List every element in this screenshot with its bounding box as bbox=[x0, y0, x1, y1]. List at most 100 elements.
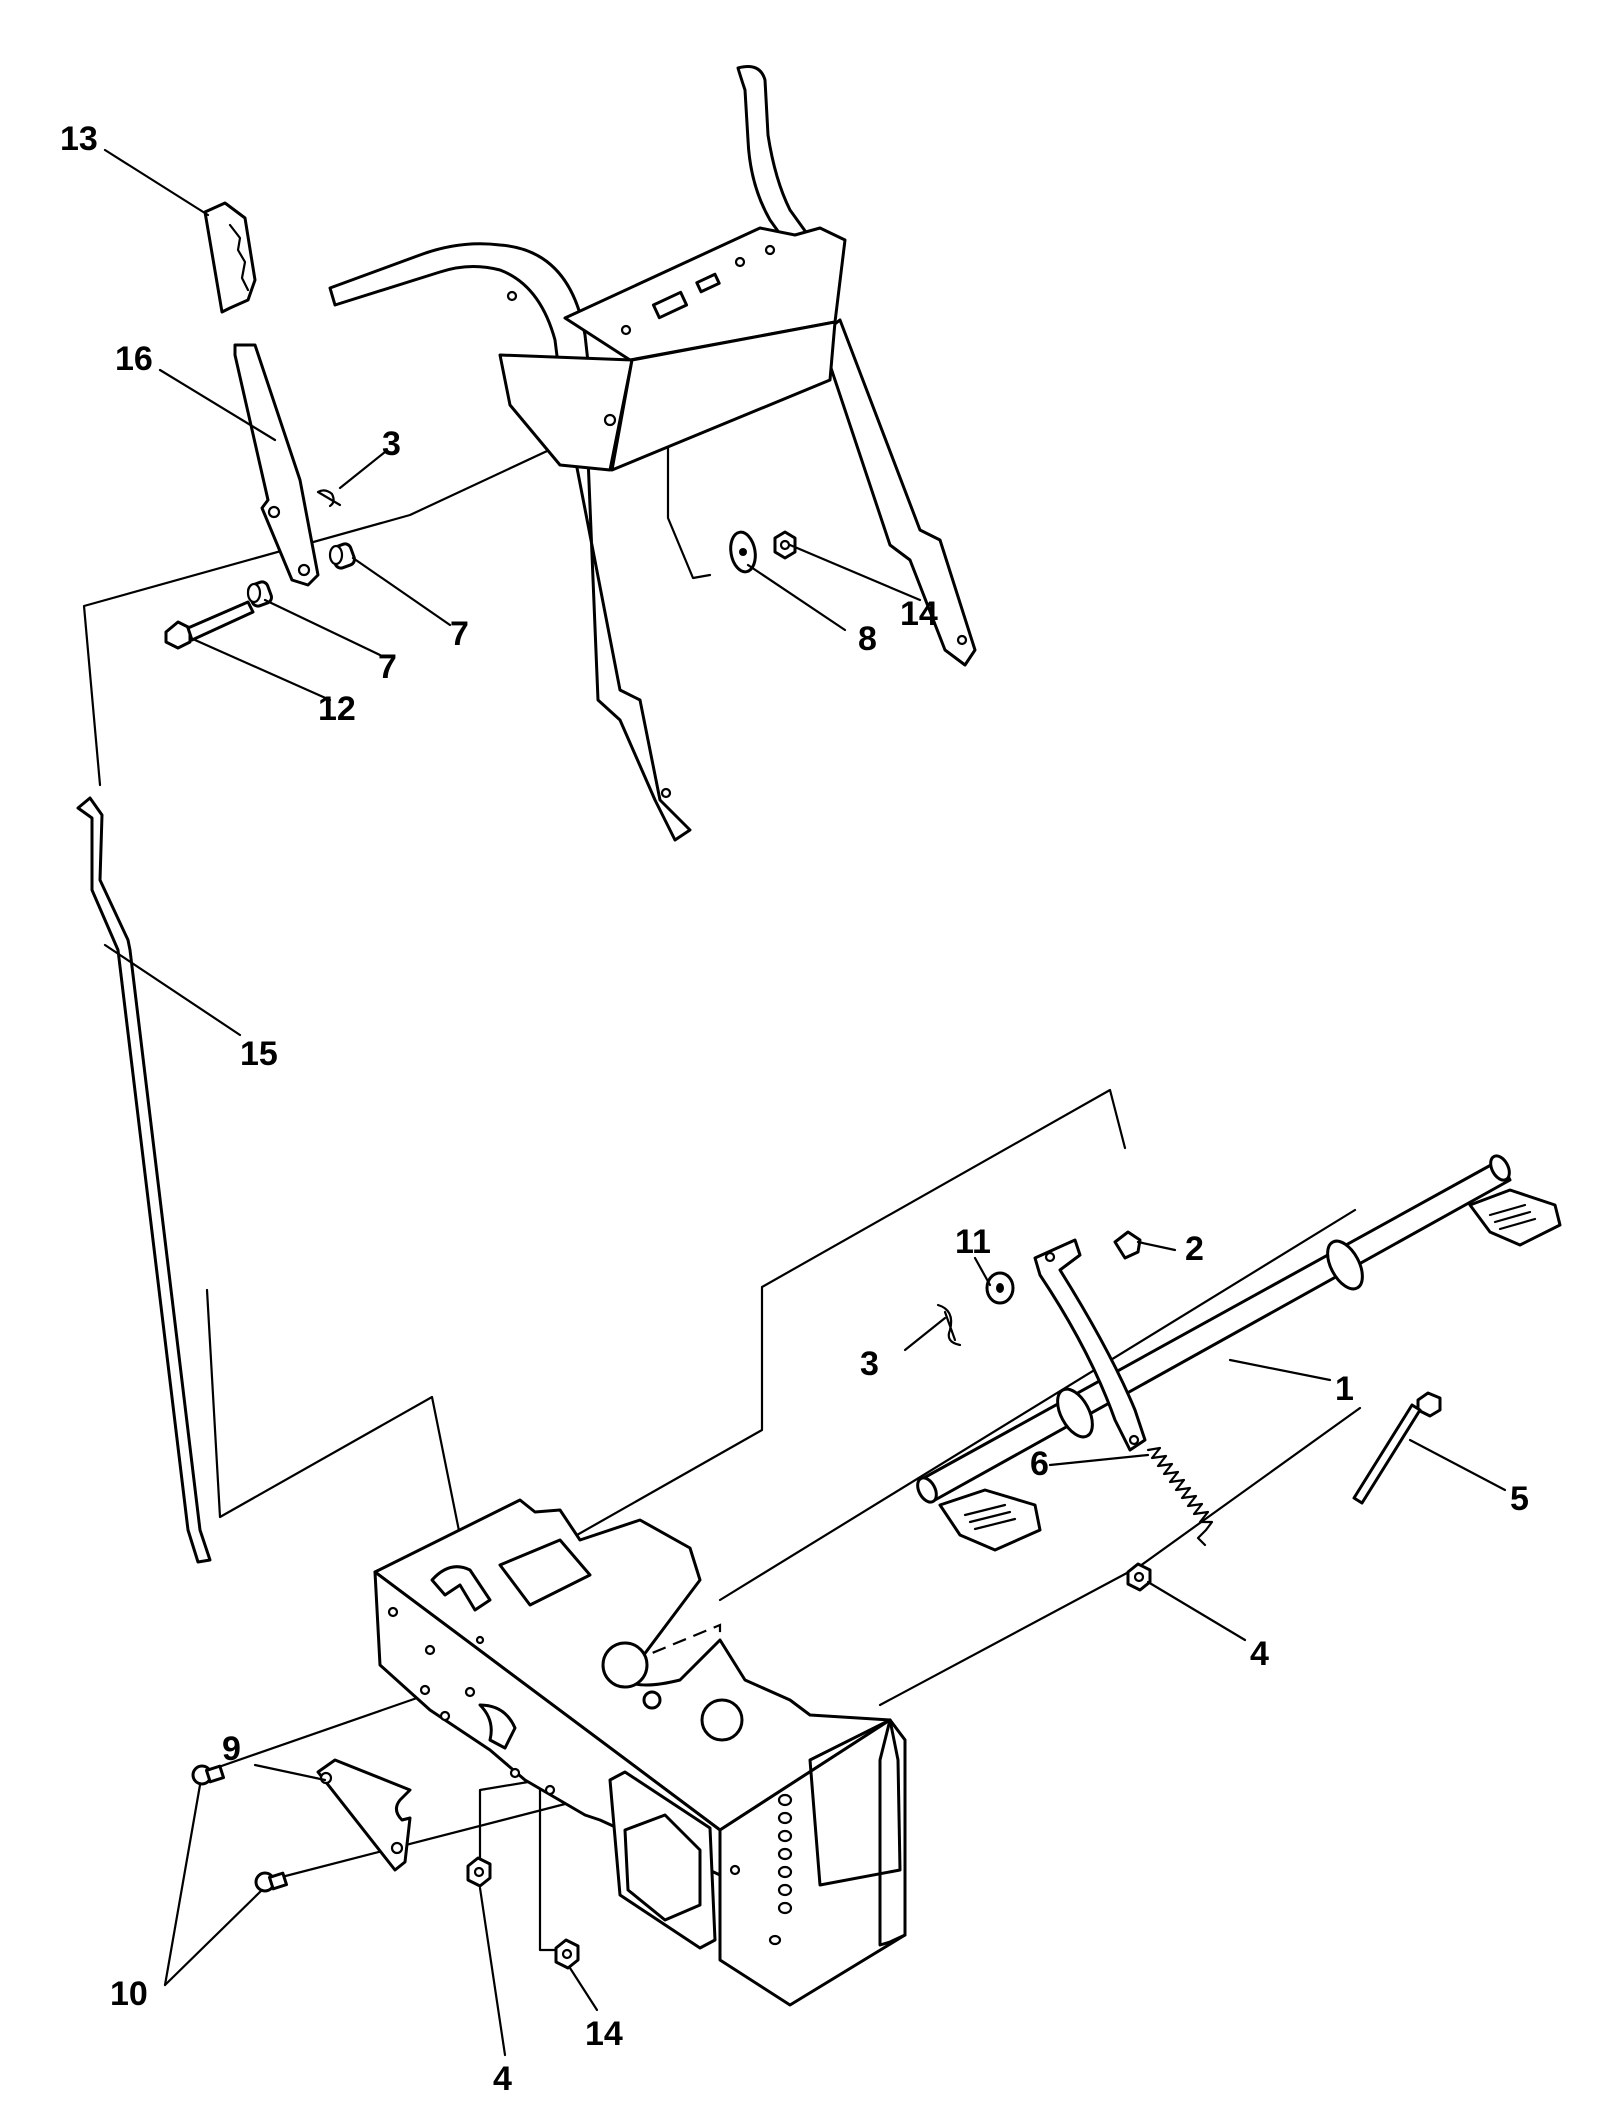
alignment-line-bolt-10a bbox=[208, 1688, 442, 1772]
frame-window bbox=[498, 1538, 592, 1607]
alignment-line-washer bbox=[666, 396, 712, 580]
console-hole bbox=[620, 324, 632, 336]
alignment-line-bolt bbox=[878, 1406, 1362, 1707]
control-lever-group bbox=[164, 201, 356, 650]
washer-8 bbox=[729, 530, 757, 574]
control-console-side bbox=[610, 320, 837, 472]
pedal-shaft-1 bbox=[918, 1158, 1512, 1502]
lever-hole bbox=[267, 505, 281, 519]
control-console-front bbox=[498, 353, 634, 472]
console-slot bbox=[695, 272, 721, 294]
nut-14-lower bbox=[554, 1938, 580, 1970]
hairpin-clip-3-lower bbox=[936, 1303, 962, 1347]
console-slot bbox=[651, 290, 689, 320]
callout-1: 1 bbox=[1335, 1370, 1354, 1408]
bolt-5 bbox=[1352, 1391, 1442, 1505]
callout-3: 3 bbox=[382, 425, 401, 463]
callout-11: 11 bbox=[955, 1223, 991, 1261]
shaft-end bbox=[1489, 1154, 1511, 1182]
frame-right-wall bbox=[878, 1718, 907, 1947]
hidden-line-frame bbox=[489, 1623, 722, 1840]
spacer-7-left bbox=[246, 580, 273, 608]
pedal-arm bbox=[1033, 1238, 1147, 1452]
alignment-line-15-lower bbox=[205, 1288, 482, 1637]
nut-4-lower bbox=[466, 1856, 492, 1888]
hairpin-clip-3 bbox=[316, 489, 342, 508]
leader-lines bbox=[103, 148, 1507, 2057]
callout-4: 4 bbox=[1250, 1635, 1269, 1673]
bolt-10-lower bbox=[254, 1871, 289, 1893]
callout-13: 13 bbox=[60, 120, 98, 158]
callout-2: 2 bbox=[1185, 1230, 1204, 1268]
callout-10: 10 bbox=[110, 1975, 148, 2013]
nut-14-upper bbox=[773, 530, 797, 560]
bracket-9 bbox=[316, 1758, 412, 1872]
frame-slot bbox=[430, 1565, 492, 1612]
callout-labels: 13 16 3 7 7 12 14 8 15 2 11 3 1 6 5 4 9 … bbox=[60, 120, 1529, 2098]
engine-mount-opening bbox=[623, 1813, 702, 1922]
frame-round-hole bbox=[601, 1641, 649, 1689]
shaft-end bbox=[916, 1476, 938, 1504]
callout-8: 8 bbox=[858, 620, 877, 658]
pedal-pad-left bbox=[938, 1488, 1042, 1552]
callout-12: 12 bbox=[318, 690, 356, 728]
frame-rear-channel bbox=[808, 1718, 902, 1887]
callout-7: 7 bbox=[450, 615, 469, 653]
callout-5: 5 bbox=[1510, 1480, 1529, 1518]
linkage-rod-15-shape bbox=[76, 796, 212, 1564]
spring-6 bbox=[1146, 1446, 1214, 1547]
grip-13-ridge bbox=[228, 223, 250, 292]
pedal-shaft-assembly bbox=[916, 1154, 1562, 1592]
bolt-12 bbox=[164, 600, 255, 650]
alignment-line-nut-4 bbox=[478, 1778, 562, 1952]
frame-round-hole bbox=[642, 1690, 662, 1710]
arm-hole bbox=[1128, 1434, 1140, 1446]
handle-bar-right-leg bbox=[818, 318, 977, 667]
alignment-line-shaft bbox=[718, 1208, 1357, 1602]
linkage-rod-15 bbox=[76, 796, 212, 1564]
handle-hole bbox=[956, 634, 968, 646]
pedal-pad-right bbox=[1468, 1188, 1562, 1247]
callout-9: 9 bbox=[222, 1730, 241, 1768]
frame-notch bbox=[478, 1703, 517, 1750]
callout-16: 16 bbox=[115, 340, 153, 378]
control-lever-16 bbox=[233, 343, 320, 587]
spacer-7-right bbox=[328, 542, 356, 570]
callout-14: 14 bbox=[900, 595, 938, 633]
nut-4-right bbox=[1126, 1562, 1152, 1592]
shaft-collar bbox=[1326, 1239, 1364, 1291]
alignment-line-15 bbox=[82, 408, 637, 787]
lever-hole bbox=[297, 563, 311, 577]
washer-11 bbox=[985, 1271, 1015, 1305]
alignment-line-bolt-10b bbox=[268, 1793, 602, 1882]
handle-bar-right bbox=[736, 65, 810, 250]
console-hole bbox=[734, 256, 746, 268]
callout-7: 7 bbox=[378, 648, 397, 686]
callout-14: 14 bbox=[585, 2015, 623, 2053]
alignment-line-stud bbox=[478, 1088, 1127, 1592]
arm-hole bbox=[1044, 1251, 1056, 1263]
callout-6: 6 bbox=[1030, 1445, 1049, 1483]
assembly-lines bbox=[82, 396, 1362, 1952]
bolt-10-upper bbox=[191, 1764, 226, 1786]
shaft-collar bbox=[1056, 1387, 1094, 1439]
grip-13 bbox=[203, 201, 257, 314]
handle-assembly bbox=[328, 65, 977, 842]
handle-hole bbox=[660, 787, 672, 799]
pedal-tread bbox=[963, 1503, 1017, 1531]
console-hole bbox=[764, 244, 776, 256]
callout-3: 3 bbox=[860, 1345, 879, 1383]
stud-2 bbox=[1113, 1230, 1142, 1260]
frame-holes-front bbox=[729, 1793, 793, 1946]
bracket-9-plate bbox=[316, 1758, 412, 1872]
frame-holes-left bbox=[387, 1606, 556, 1796]
frame-round-hole bbox=[700, 1698, 744, 1742]
pedal-tread bbox=[1488, 1203, 1537, 1231]
console-hole bbox=[506, 290, 518, 302]
callout-4: 4 bbox=[493, 2060, 512, 2098]
console-hole bbox=[603, 413, 617, 427]
frame-assembly bbox=[373, 1498, 907, 2007]
callout-15: 15 bbox=[240, 1035, 278, 1073]
